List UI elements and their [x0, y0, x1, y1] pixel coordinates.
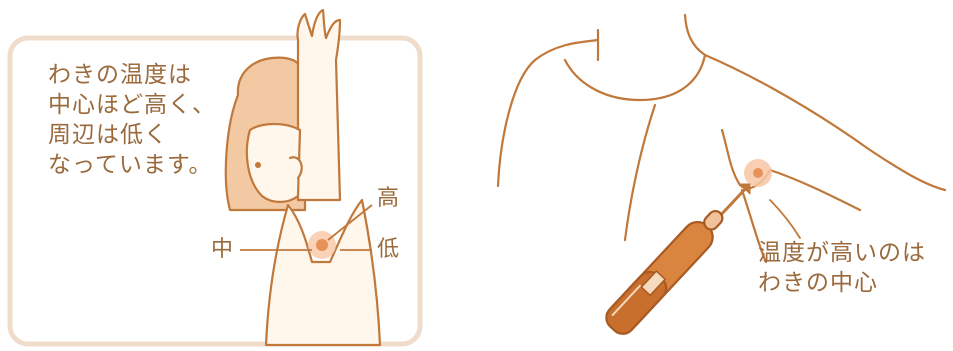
shoulder-outline	[498, 40, 598, 186]
child-raised-arm	[297, 10, 340, 200]
right-caption-line: わきの中心	[758, 268, 926, 298]
right-caption: 温度が高いのは わきの中心	[758, 238, 926, 298]
left-caption-line: 中心ほど高く、	[48, 90, 216, 120]
left-caption-line: なっています。	[48, 150, 216, 180]
right-caption-line: 温度が高いのは	[758, 238, 926, 268]
arm-underside	[770, 170, 860, 210]
neck-inner	[565, 55, 705, 100]
label-low: 低	[377, 237, 399, 263]
label-pointer-line	[770, 200, 800, 238]
left-caption-line: 周辺は低く	[48, 120, 216, 150]
label-high: 高	[377, 186, 399, 212]
raised-arm-outline	[705, 55, 945, 190]
left-caption-line: わきの温度は	[48, 60, 216, 90]
thermometer-icon	[601, 203, 731, 339]
label-center: 中	[211, 237, 233, 263]
collar-line	[685, 15, 705, 55]
back-line	[625, 105, 655, 240]
child-eye	[255, 162, 261, 168]
direction-arrow-icon	[718, 186, 748, 218]
left-caption: わきの温度は 中心ほど高く、 周辺は低く なっています。	[48, 60, 216, 180]
armpit-center-core	[753, 168, 763, 178]
armpit-hotspot-core	[316, 239, 328, 251]
